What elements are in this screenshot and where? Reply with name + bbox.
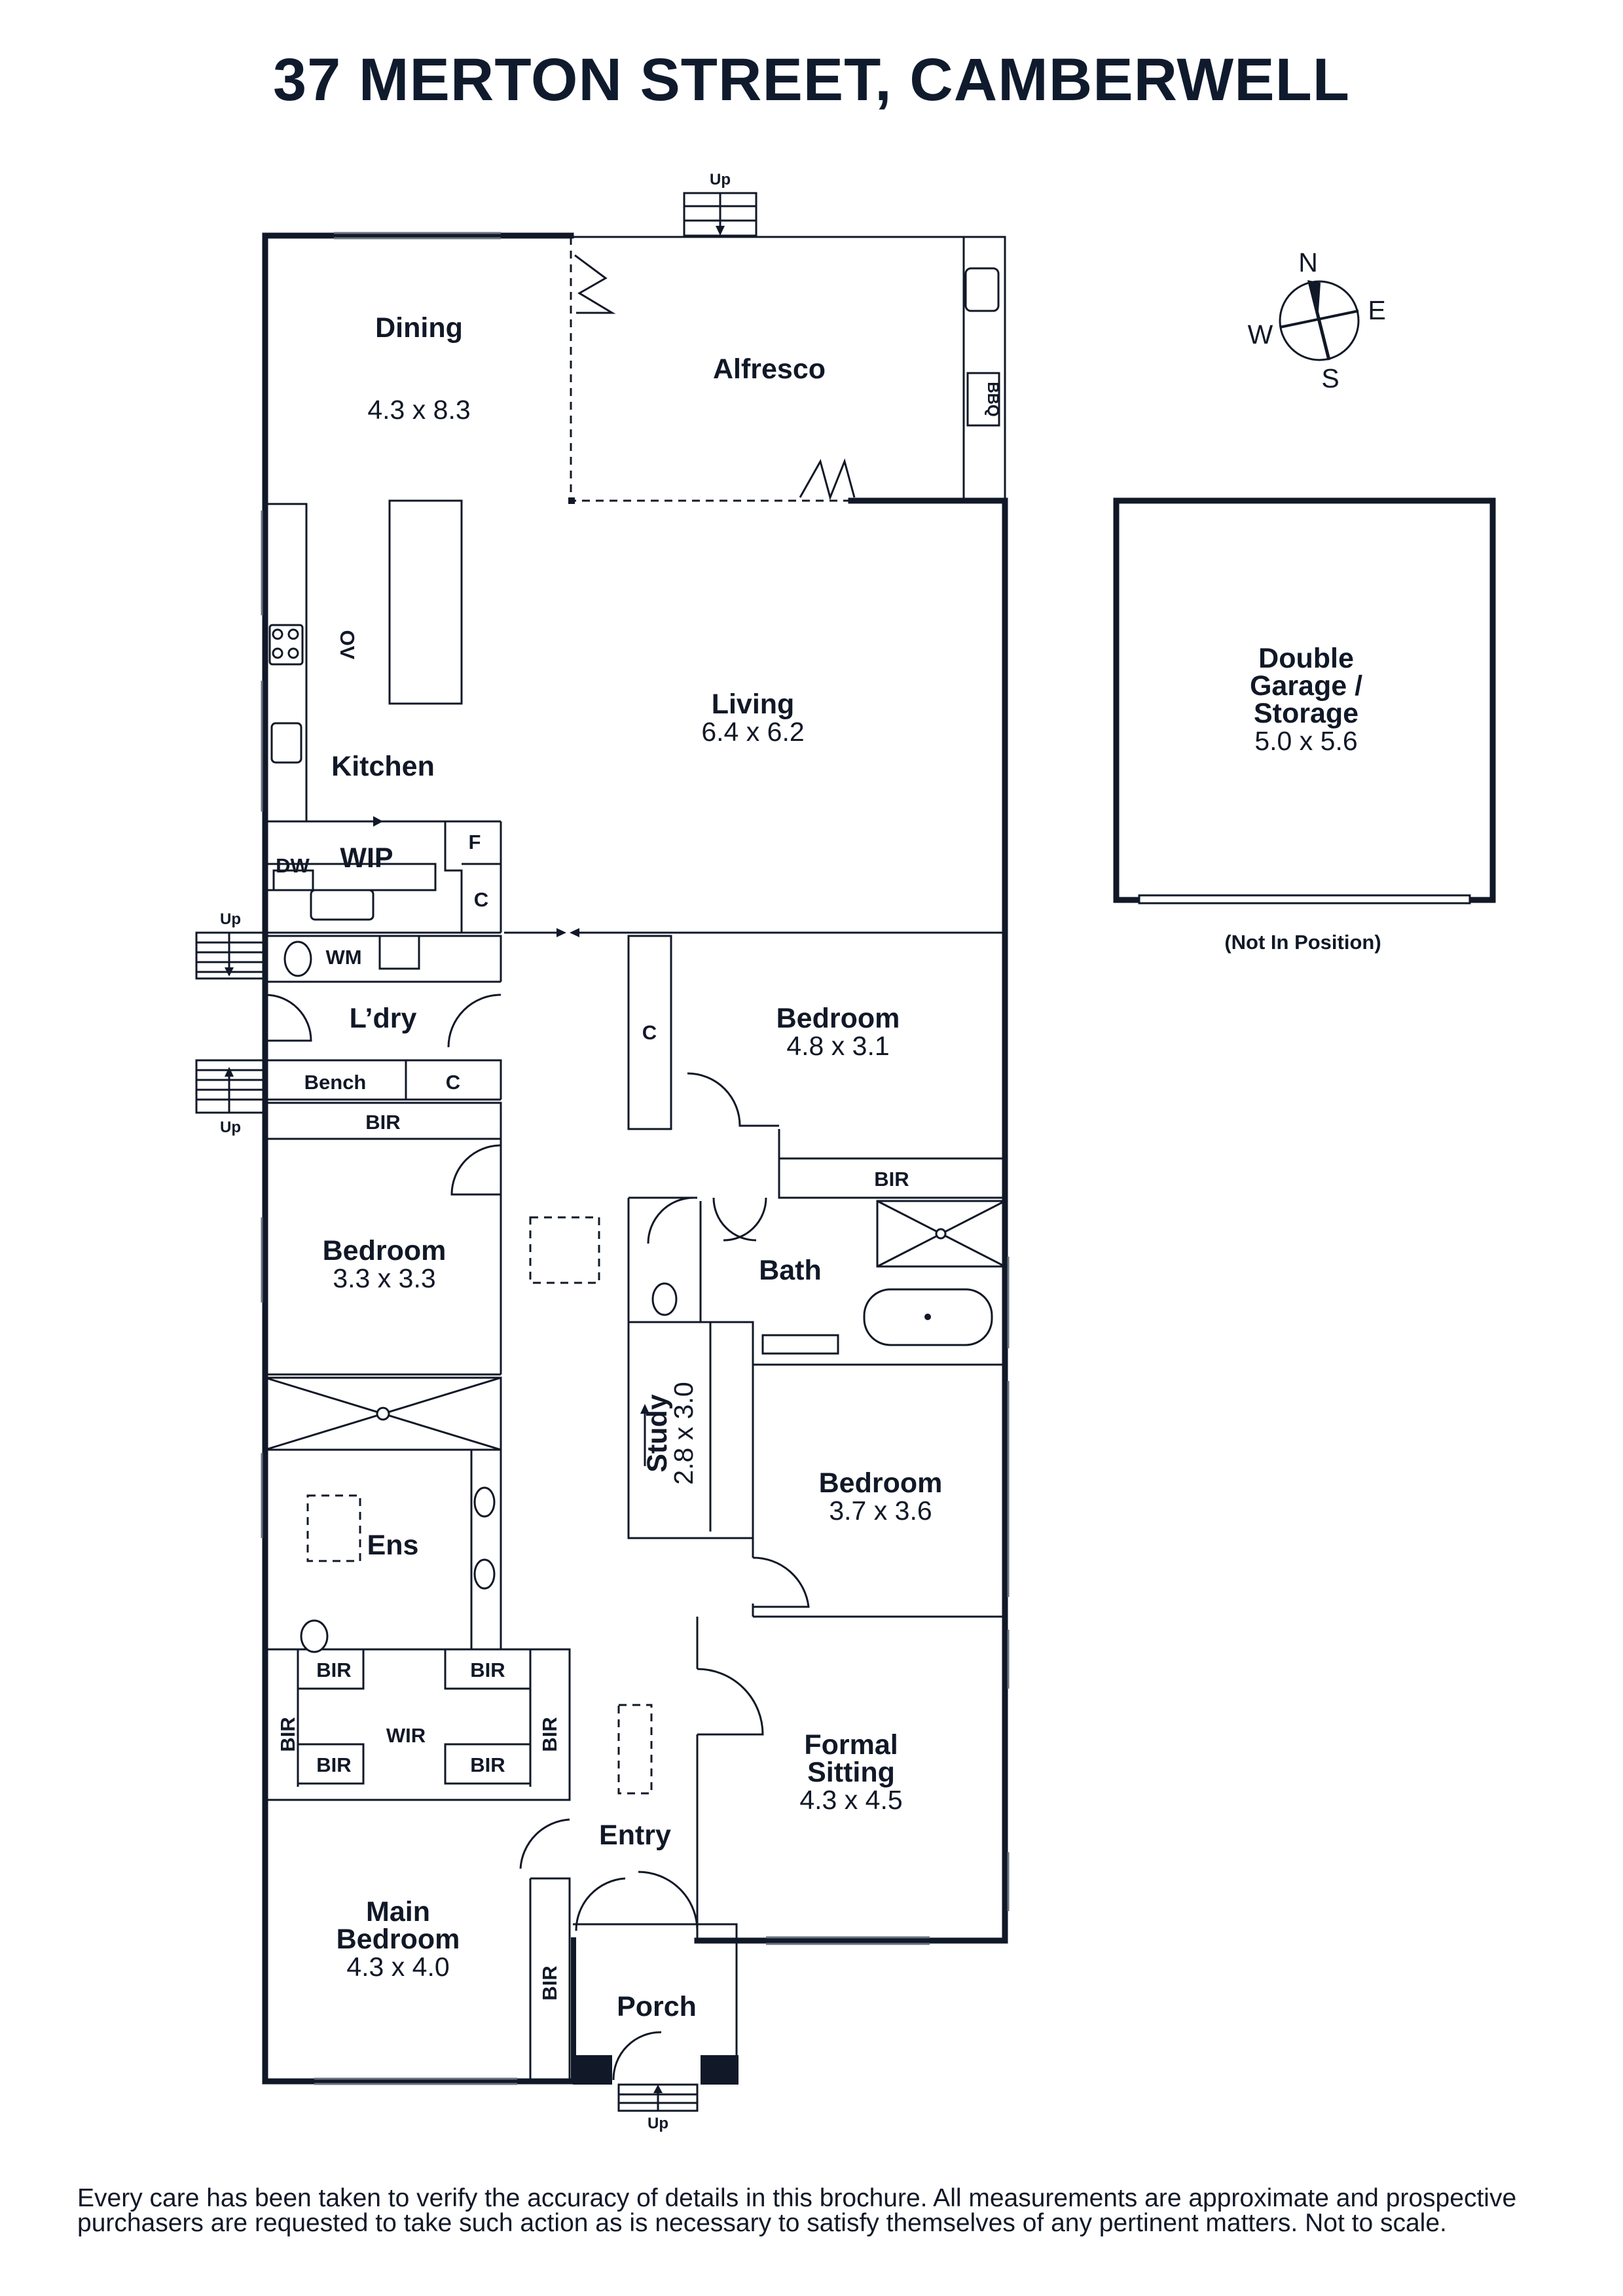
living-dims: 6.4 x 6.2: [701, 717, 804, 747]
entry-label: Entry: [599, 1820, 671, 1851]
garage-label-3: Storage: [1254, 698, 1359, 729]
disclaimer-line-1: Every care has been taken to verify the …: [77, 2184, 1517, 2212]
bedroom-4-label: Bedroom: [819, 1467, 943, 1499]
wm-label: WM: [325, 946, 361, 969]
bedroom-2-label: Bedroom: [776, 1003, 900, 1034]
disclaimer: Every care has been taken to verify the …: [77, 2184, 1557, 2237]
bir-label-laundry: BIR: [365, 1111, 400, 1134]
garage-dims: 5.0 x 5.6: [1254, 726, 1357, 756]
garage-label-1: Double: [1258, 643, 1354, 674]
alfresco-outline: [568, 236, 1006, 504]
formal-sitting-label-2: Sitting: [807, 1757, 895, 1788]
bedroom-3-dims: 3.3 x 3.3: [333, 1263, 435, 1293]
bir-label-bedroom-2: BIR: [874, 1168, 909, 1191]
compass-e: E: [1368, 295, 1385, 325]
main-bedroom-label-2: Bedroom: [337, 1924, 460, 1955]
door-swings: [264, 994, 810, 2081]
flow-arrows: [324, 816, 649, 1466]
up-label-laundry-south: Up: [220, 1119, 241, 1136]
cupboard-label-hall: C: [642, 1021, 657, 1044]
bir-label-wir-2: BIR: [316, 1753, 351, 1776]
study-label: Study: [642, 1394, 673, 1473]
bath-label: Bath: [759, 1255, 822, 1286]
fridge-label: F: [469, 831, 481, 853]
skylights: [306, 1216, 653, 1795]
dining-dims: 4.3 x 8.3: [367, 395, 470, 425]
bir-label-wir-3: BIR: [470, 1659, 505, 1681]
compass: [1279, 280, 1360, 361]
up-label-laundry-north: Up: [220, 910, 241, 928]
dining-label: Dining: [375, 312, 463, 344]
compass-s: S: [1321, 363, 1339, 393]
fixture-labels: DW F C WM Bench C BIR C BIR BIR BIR BIR …: [220, 171, 1002, 2132]
study-dims: 2.8 x 3.0: [668, 1382, 699, 1484]
interior-walls: [264, 503, 1006, 2081]
wir-label: WIR: [386, 1724, 426, 1747]
bench-label: Bench: [304, 1071, 367, 1094]
alfresco-label: Alfresco: [713, 353, 826, 385]
ensuite-label: Ens: [367, 1530, 419, 1561]
formal-sitting-dims: 4.3 x 4.5: [799, 1785, 902, 1815]
garage: [1113, 497, 1496, 905]
oven-label: OV: [336, 630, 359, 660]
main-bedroom-dims: 4.3 x 4.0: [346, 1952, 449, 1982]
dw-label: DW: [276, 854, 310, 877]
living-label: Living: [712, 689, 795, 720]
page-title: 37 MERTON STREET, CAMBERWELL: [273, 46, 1350, 113]
kitchen-label: Kitchen: [331, 751, 435, 782]
study-labels: Study 2.8 x 3.0: [642, 1382, 699, 1484]
laundry-label: L’dry: [350, 1003, 417, 1034]
compass-n: N: [1298, 247, 1318, 278]
steps: [195, 192, 757, 2112]
disclaimer-line-2: purchasers are requested to take such ac…: [77, 2209, 1447, 2237]
kitchen-fixtures: [268, 267, 1000, 1653]
up-label-porch: Up: [647, 2115, 668, 2132]
bir-label-wir-4: BIR: [470, 1753, 505, 1776]
porch-label: Porch: [617, 1991, 697, 2022]
bir-label-main-bedroom: BIR: [538, 1965, 561, 2000]
bir-label-wir-6: BIR: [538, 1717, 561, 1751]
garage-note: (Not In Position): [1224, 931, 1381, 954]
room-labels: Dining 4.3 x 8.3 Alfresco Living 6.4 x 6…: [323, 312, 1381, 2022]
main-bedroom-label-1: Main: [366, 1896, 430, 1928]
compass-w: W: [1248, 319, 1273, 350]
compass-labels: N E S W: [1248, 247, 1386, 393]
wip-label: WIP: [340, 842, 393, 874]
up-label-alfresco: Up: [710, 171, 731, 188]
bedroom-2-dims: 4.8 x 3.1: [786, 1031, 889, 1061]
bir-label-wir-1: BIR: [316, 1659, 351, 1681]
bbq-label: BBQ: [984, 382, 1002, 416]
cupboard-label-laundry: C: [446, 1071, 460, 1094]
garage-label-2: Garage /: [1250, 670, 1362, 702]
bedroom-4-dims: 3.7 x 3.6: [829, 1496, 932, 1526]
windows: [261, 232, 1010, 2085]
bir-label-wir-5: BIR: [276, 1717, 299, 1751]
bedroom-3-label: Bedroom: [323, 1235, 447, 1266]
cupboard-label-kitchen: C: [474, 888, 488, 911]
formal-sitting-label-1: Formal: [804, 1729, 898, 1761]
